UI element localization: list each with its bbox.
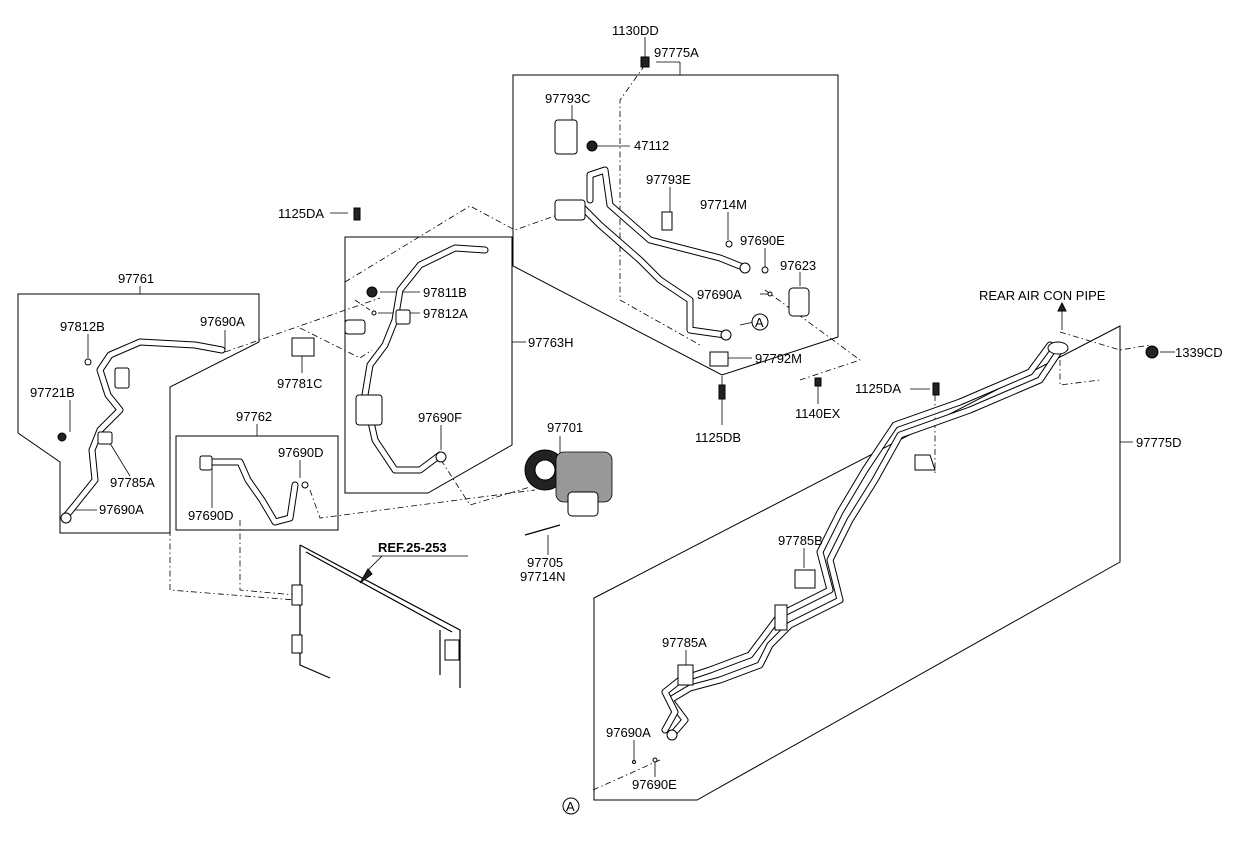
label-rear-air-con-pipe: REAR AIR CON PIPE [979,288,1106,303]
label-97690F: 97690F [418,410,462,425]
label-97811B: 97811B [423,285,467,300]
connection-lines [169,64,1151,791]
label-97785A-g1: 97785A [110,475,155,490]
label-97690A-top: 97690A [697,287,742,302]
leader-lines [69,37,1175,777]
label-callout-A-top: A [755,315,764,330]
label-97812A: 97812A [423,306,468,321]
label-97792M: 97792M [755,351,802,366]
label-1130DD: 1130DD [612,23,659,38]
label-1125DA-right: 1125DA [855,381,901,396]
label-97690A-g1: 97690A [200,314,245,329]
label-1125DA-left: 1125DA [278,206,324,221]
label-1140EX: 1140EX [795,406,841,421]
label-97690D-b: 97690D [188,508,234,523]
label-97690A-g1b: 97690A [99,502,144,517]
label-97761: 97761 [118,271,154,286]
label-97785B: 97785B [778,533,823,548]
label-97690A-rear: 97690A [606,725,651,740]
label-97762: 97762 [236,409,272,424]
label-97714N: 97714N [520,569,566,584]
label-97701: 97701 [547,420,583,435]
label-97763H: 97763H [528,335,574,350]
pipe-97775A [554,56,822,400]
condenser [291,544,468,688]
rear-air-arrow-icon [1057,301,1067,312]
label-97623: 97623 [780,258,816,273]
frame-97775A [512,74,839,376]
label-callout-A-bottom: A [566,799,575,814]
pipe-97775D [632,341,1159,764]
label-97775A: 97775A [654,45,699,60]
label-97721B: 97721B [30,385,75,400]
label-ref-25-253: REF.25-253 [378,540,447,555]
label-97690E-top: 97690E [740,233,785,248]
label-97781C: 97781C [277,376,323,391]
frame-97763H [344,236,513,494]
callout-A-bottom-circle [562,797,580,815]
pipe-97762 [199,455,309,526]
label-1125DB: 1125DB [695,430,741,445]
label-97690D-a: 97690D [278,445,324,460]
label-97793C: 97793C [545,91,591,106]
label-97793E: 97793E [646,172,691,187]
pipe-97761 [57,338,226,524]
frame-97762 [175,435,339,531]
label-97785A-rear: 97785A [662,635,707,650]
label-1339CD: 1339CD [1175,345,1223,360]
compressor-97701 [524,449,613,536]
label-97714M: 97714M [700,197,747,212]
label-47112: 47112 [634,138,669,153]
callout-A-top-circle [751,313,769,331]
label-97812B: 97812B [60,319,105,334]
label-97775D: 97775D [1136,435,1182,450]
label-97690E-rear: 97690E [632,777,677,792]
label-97705: 97705 [527,555,563,570]
frame-97761 [17,293,260,534]
pipe-97763H [291,207,489,474]
